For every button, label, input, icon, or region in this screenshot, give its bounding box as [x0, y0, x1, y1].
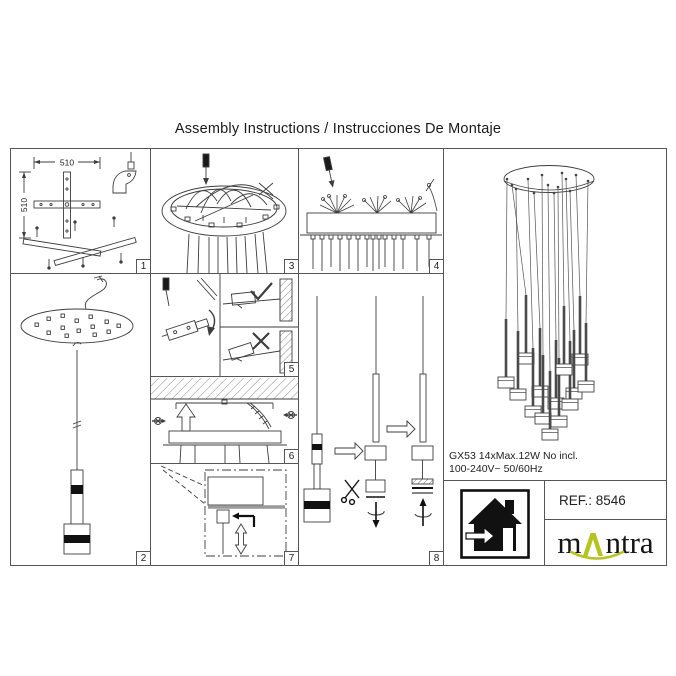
screwdriver-icon [202, 153, 210, 185]
step-2-illustration [20, 275, 134, 555]
finished-product-drawing [497, 165, 595, 441]
dim-height-label: 510 [19, 198, 29, 212]
reference-number: REF.: 8546 [545, 481, 666, 520]
step-number: 3 [284, 259, 299, 274]
step-panel-4: 4 [298, 148, 444, 274]
step-panel-3: 3 [150, 148, 299, 274]
product-info-panel: GX53 14xMax.12W No incl. 100-240V~ 50/60… [443, 148, 667, 566]
next-arrow-icon [334, 441, 364, 461]
screw-icon [152, 417, 166, 425]
mantra-caret-icon [583, 533, 604, 556]
step-1-illustration: 510 510 [19, 152, 137, 270]
step-number: 8 [429, 551, 444, 566]
step-number: 5 [284, 362, 299, 377]
brand-text-post: ntra [605, 525, 654, 560]
step-5-illustration [161, 274, 298, 376]
step-panel-2: 2 [10, 273, 151, 566]
screwdriver-icon [162, 277, 170, 307]
step-3-illustration [161, 153, 287, 273]
mantra-logo: m ntra [557, 525, 654, 560]
next-arrow-icon [386, 419, 416, 439]
cross-icon [252, 332, 270, 350]
branding-block: REF.: 8546 m ntra [444, 480, 666, 566]
step-panel-7: 7 [150, 463, 299, 566]
rotate-icon [414, 498, 432, 526]
indoor-house-icon [460, 489, 530, 559]
step-panel-8: 8 [298, 273, 444, 566]
step-panel-5: 5 [150, 273, 299, 377]
screw-icon [283, 411, 297, 419]
dim-width-label: 510 [60, 158, 74, 168]
power-spec: 100-240V~ 50/60Hz [449, 463, 543, 475]
scissors-icon [340, 479, 360, 506]
page-title: Assembly Instructions / Instrucciones De… [174, 121, 502, 137]
step-8-illustration [303, 296, 434, 528]
step-number: 2 [136, 551, 151, 566]
step-7-illustration [160, 465, 287, 557]
check-icon [250, 282, 273, 301]
adjust-height-arrow-icon [234, 523, 248, 555]
release-arrow-icon [232, 512, 256, 527]
product-specs: GX53 14xMax.12W No incl. 100-240V~ 50/60… [449, 450, 578, 476]
lamp-spec: GX53 14xMax.12W No incl. [449, 450, 578, 462]
screwdriver-icon [323, 156, 335, 188]
step-number: 7 [284, 551, 299, 566]
step-number: 4 [429, 259, 444, 274]
step-number: 6 [284, 449, 299, 464]
indoor-use-cell [444, 481, 545, 566]
step-4-illustration [300, 156, 442, 271]
brand-text-pre: m [557, 525, 582, 560]
rotate-icon [367, 502, 385, 528]
step-panel-1: 510 510 1 [10, 148, 151, 274]
step-panel-6: 6 [150, 376, 299, 464]
mantra-arc-icon [570, 550, 625, 560]
step-6-illustration [151, 378, 298, 463]
step-number: 1 [136, 259, 151, 274]
